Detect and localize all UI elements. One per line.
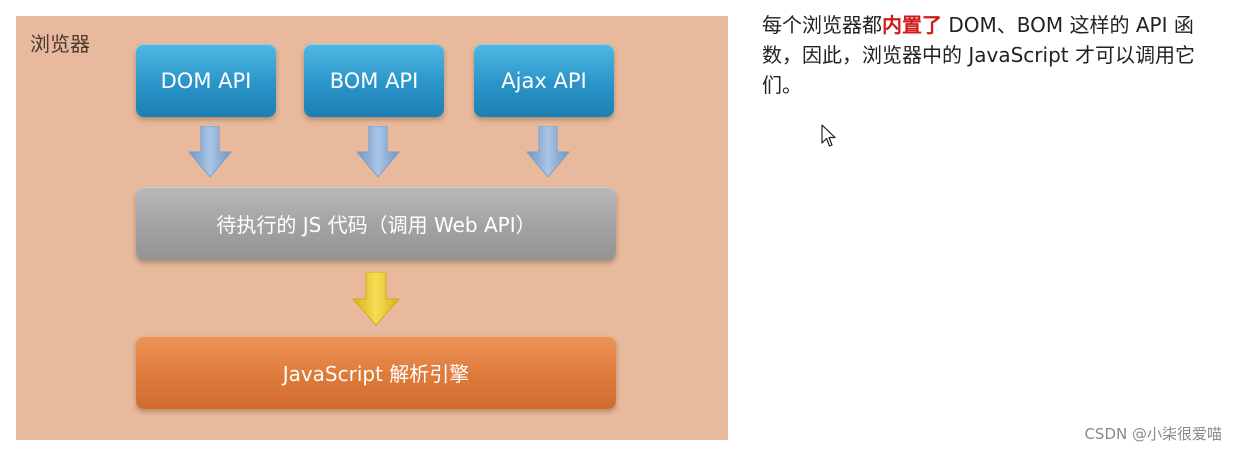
browser-diagram: 浏览器 DOM API BOM API Ajax API bbox=[16, 16, 728, 440]
diagram-label: 浏览器 bbox=[30, 32, 90, 56]
dom-api-box: DOM API bbox=[136, 44, 276, 117]
ajax-api-box: Ajax API bbox=[474, 44, 614, 117]
mouse-cursor-icon bbox=[821, 124, 837, 152]
watermark: CSDN @小柒很爱喵 bbox=[1084, 425, 1222, 443]
down-arrow-icon bbox=[356, 126, 400, 178]
js-engine-box: JavaScript 解析引擎 bbox=[136, 336, 616, 409]
description-highlight: 内置了 bbox=[882, 13, 942, 37]
down-arrow-icon bbox=[526, 126, 570, 178]
down-arrow-icon bbox=[188, 126, 232, 178]
description-suffix: DOM、BOM 这样的 API 函数，因此，浏览器中的 JavaScript 才… bbox=[762, 13, 1195, 97]
down-arrow-icon bbox=[352, 272, 400, 326]
description-prefix: 每个浏览器都 bbox=[762, 13, 882, 37]
description-text: 每个浏览器都内置了 DOM、BOM 这样的 API 函数，因此，浏览器中的 Ja… bbox=[762, 10, 1218, 100]
bom-api-box: BOM API bbox=[304, 44, 444, 117]
js-code-box: 待执行的 JS 代码（调用 Web API） bbox=[136, 187, 616, 260]
